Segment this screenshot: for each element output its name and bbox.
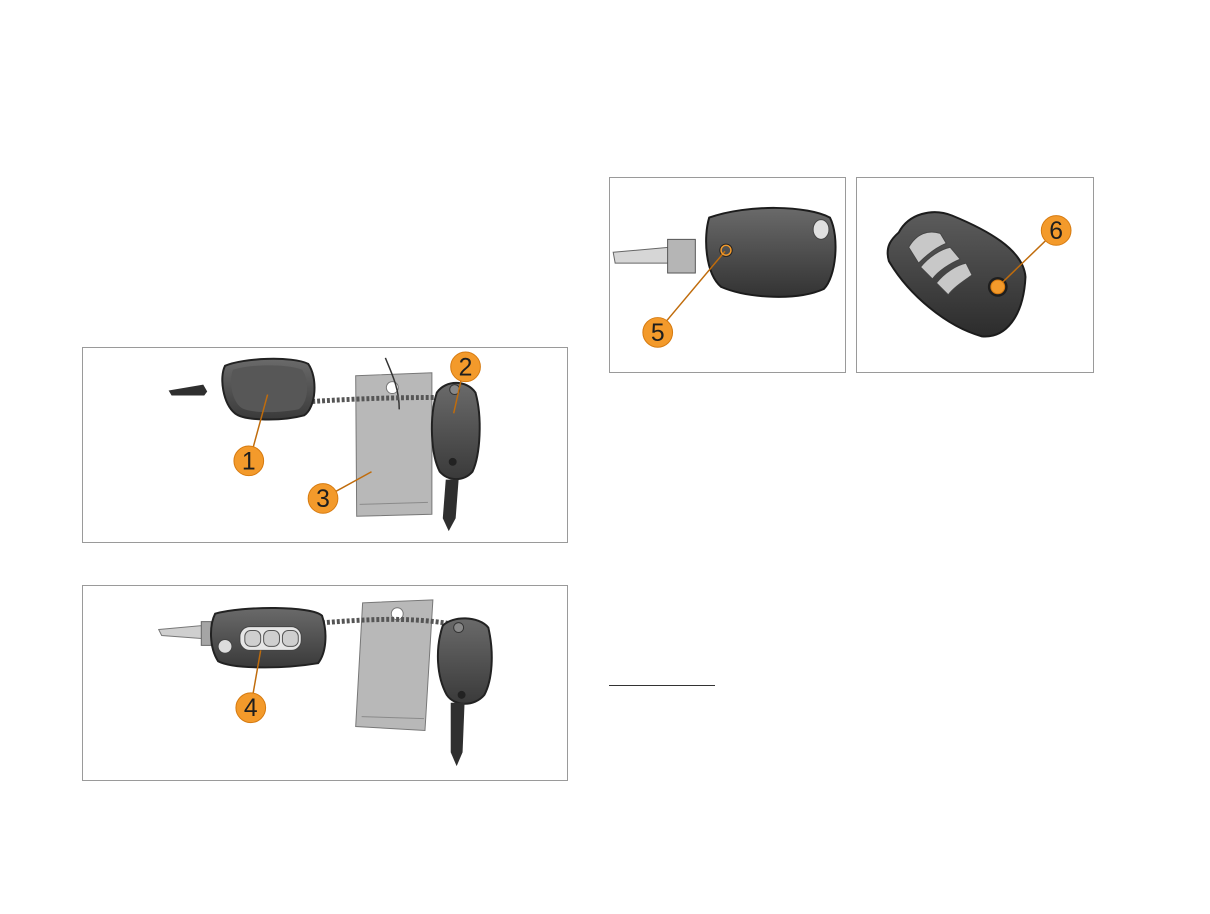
callout-6-label: 6 <box>1049 218 1063 245</box>
callout-3: 3 <box>307 483 339 514</box>
callout-4: 4 <box>235 692 267 724</box>
keys-set-standard-illustration: 1 2 3 <box>168 351 481 532</box>
callout-2: 2 <box>450 351 481 383</box>
standard-key-illustration: 5 <box>612 206 837 348</box>
keycard-illustration: 6 <box>886 211 1072 338</box>
callout-6: 6 <box>1040 215 1072 246</box>
keycard-buttons <box>908 231 973 296</box>
key-tag <box>355 357 433 517</box>
spare-key <box>436 617 493 767</box>
callout-3-label: 3 <box>316 486 330 513</box>
key-chain <box>297 395 436 405</box>
key-tag <box>355 599 434 732</box>
standard-key <box>612 206 837 298</box>
keycard <box>886 211 1027 338</box>
callout-4-label: 4 <box>244 695 258 722</box>
spare-key-1 <box>168 357 316 421</box>
flip-key-with-buttons <box>157 607 327 669</box>
callout-5-label: 5 <box>651 320 665 347</box>
spare-key-2 <box>430 381 481 532</box>
keys-set-flip-illustration: 4 <box>157 599 493 767</box>
callout-1-label: 1 <box>242 448 256 475</box>
figure-keys-set-standard: 1 2 3 <box>82 347 568 543</box>
figure-standard-key-detail: 5 <box>609 177 846 373</box>
figure-keycard-detail: 6 <box>856 177 1094 373</box>
figure-keys-set-flip: 4 <box>82 585 568 781</box>
callout-1: 1 <box>233 445 265 477</box>
callout-5: 5 <box>642 317 674 348</box>
key-chain <box>311 616 462 629</box>
callout-2-label: 2 <box>459 354 473 381</box>
footnote-separator <box>609 685 715 686</box>
